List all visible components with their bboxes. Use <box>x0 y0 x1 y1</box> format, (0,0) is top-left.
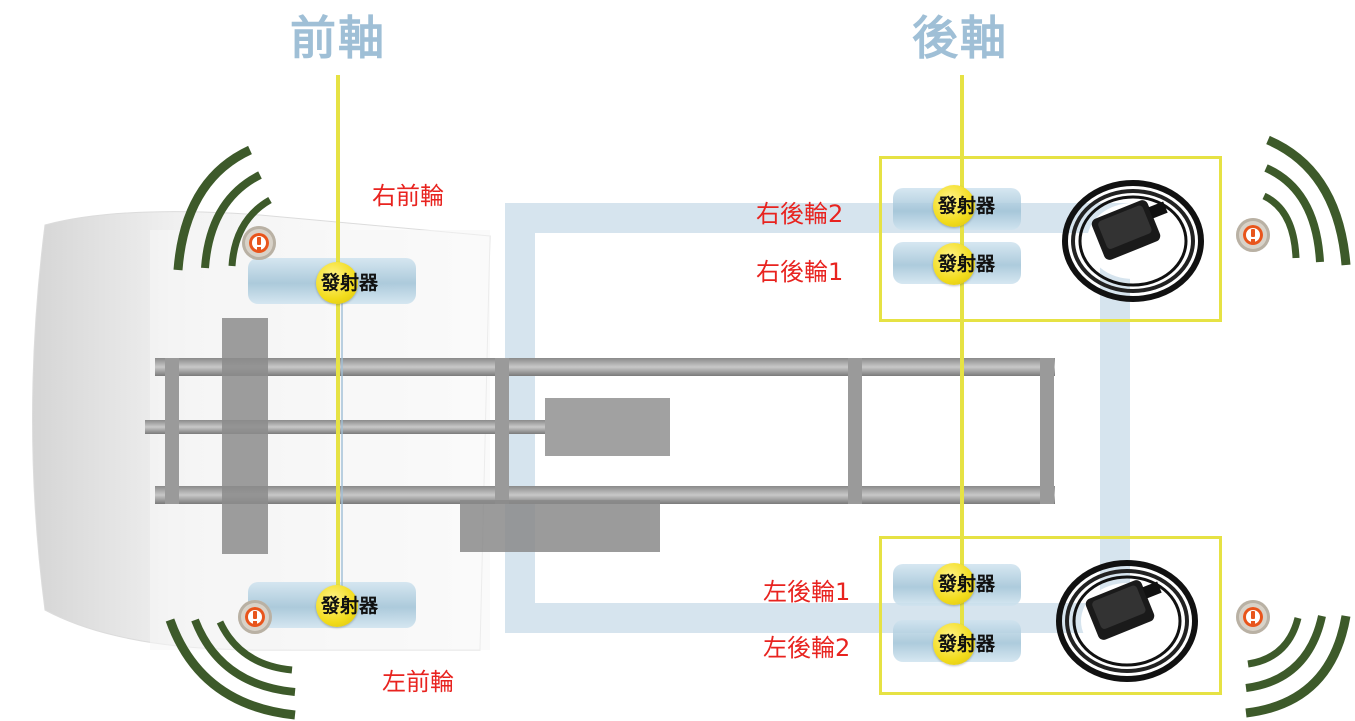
tire-pressure-warning-icon <box>1236 218 1270 252</box>
label-front-left: 左前輪 <box>382 668 454 696</box>
label-rear-left-2: 左後輪2 <box>763 634 851 662</box>
frame-rail-bottom <box>155 486 1055 504</box>
chassis-block-lower <box>460 500 660 552</box>
frame-cross-2 <box>495 358 509 504</box>
rear-left-receiver-box <box>879 536 1222 695</box>
wireless-signal-icon <box>1245 615 1351 718</box>
rear-right-receiver-box <box>879 156 1222 322</box>
rear-axle-title: 後軸 <box>912 11 1008 65</box>
label-rear-right-2: 右後輪2 <box>756 200 844 228</box>
tpms-receiver-icon <box>1056 560 1198 682</box>
transmitter-rear-left-1: 發射器 <box>933 563 995 605</box>
wireless-signal-icon <box>165 618 296 720</box>
frame-cross-3 <box>848 358 862 504</box>
label-rear-left-1: 左後輪1 <box>763 578 851 606</box>
label-rear-right-1: 右後輪1 <box>756 258 844 286</box>
tpms-receiver-icon <box>1062 180 1204 302</box>
chassis-block-upper <box>545 398 670 456</box>
frame-cross-4 <box>1040 358 1054 504</box>
frame-cross-1 <box>165 358 179 504</box>
tire-pressure-warning-icon <box>1236 600 1270 634</box>
front-axle-title: 前軸 <box>290 11 386 65</box>
tire-pressure-warning-icon <box>242 226 276 260</box>
front-axle-beam <box>222 318 268 554</box>
tire-pressure-warning-icon <box>238 600 272 634</box>
transmitter-front-left: 發射器 <box>316 585 378 627</box>
label-front-right: 右前輪 <box>372 182 444 210</box>
transmitter-rear-left-2: 發射器 <box>933 623 995 665</box>
cargo-bed-outline <box>505 203 1130 633</box>
transmitter-rear-right-1: 發射器 <box>933 243 995 285</box>
frame-rail-top <box>155 358 1055 376</box>
transmitter-rear-right-2: 發射器 <box>933 185 995 227</box>
transmitter-front-right: 發射器 <box>316 262 378 304</box>
wireless-signal-icon <box>1262 135 1351 266</box>
wireless-signal-icon <box>173 145 272 271</box>
